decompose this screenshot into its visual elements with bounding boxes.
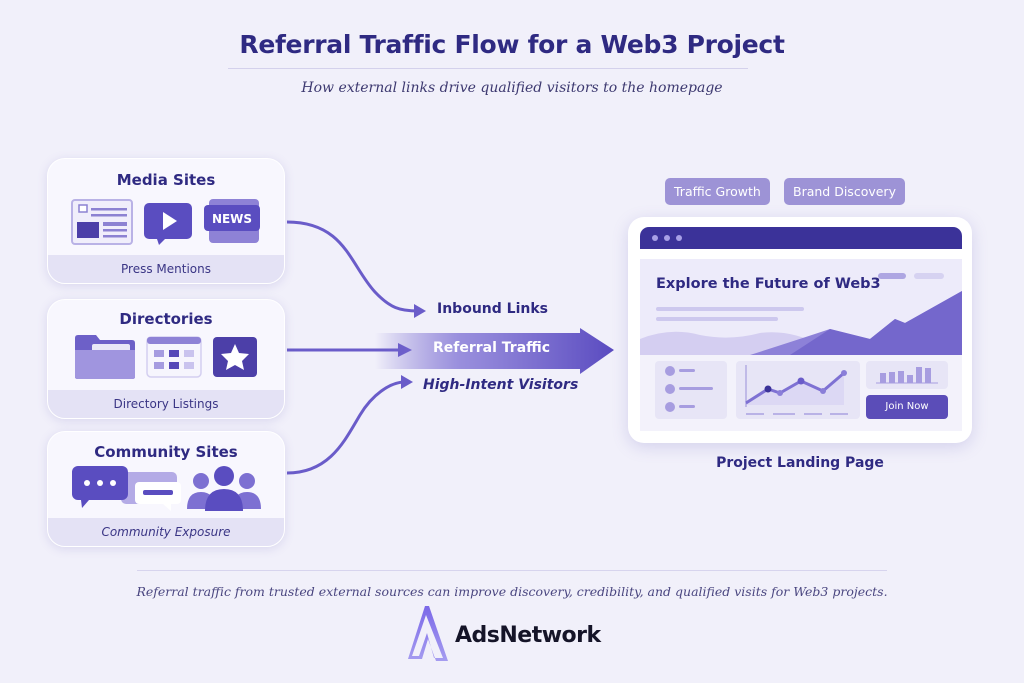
card-title: Directories xyxy=(119,310,213,328)
hero-mountain-chart-icon xyxy=(640,273,962,355)
grid-listing-icon xyxy=(146,336,202,378)
source-card-media-sites: Media Sites NEWS Press Mentions xyxy=(47,158,285,284)
brand-name: AdsNetwork xyxy=(455,622,601,648)
join-now-button[interactable]: Join Now xyxy=(866,395,948,419)
diagram-subtitle: How external links drive qualified visit… xyxy=(301,80,723,96)
feature-list-panel xyxy=(655,361,727,419)
adsnetwork-logo-icon xyxy=(408,606,448,661)
landing-page-mockup: Explore the Future of Web3 xyxy=(628,217,972,443)
hero-title: Explore the Future of Web3 xyxy=(656,276,881,292)
inbound-links-label: Inbound Links xyxy=(437,301,548,317)
chat-bubbles-icon xyxy=(72,466,181,511)
bar-chart-panel xyxy=(866,361,948,389)
source-card-community-sites: Community Sites Community Exposure xyxy=(47,431,285,547)
footer-note: Referral traffic from trusted external s… xyxy=(136,584,888,599)
line-chart-icon xyxy=(745,365,848,415)
title-divider xyxy=(228,68,748,69)
brand-logo: AdsNetwork xyxy=(405,602,601,666)
media-connector xyxy=(286,220,419,313)
browser-title-bar xyxy=(640,227,962,249)
card-footer: Press Mentions xyxy=(48,255,284,283)
news-badge-icon: NEWS xyxy=(204,199,260,243)
line-chart-panel xyxy=(736,361,860,419)
video-play-icon xyxy=(144,203,192,245)
landing-lower-panel: Join Now xyxy=(640,355,962,431)
community-connector xyxy=(286,380,406,475)
referral-traffic-arrow xyxy=(375,328,614,374)
bar-chart-icon xyxy=(876,367,938,384)
landing-page-caption: Project Landing Page xyxy=(716,455,884,471)
community-connector-arrowhead xyxy=(401,375,413,389)
hero-section: Explore the Future of Web3 xyxy=(640,259,962,355)
window-dot-icon xyxy=(664,235,670,241)
window-dot-icon xyxy=(676,235,682,241)
folder-icon xyxy=(75,335,135,379)
card-title: Media Sites xyxy=(116,171,216,189)
users-group-icon xyxy=(187,466,261,511)
window-dot-icon xyxy=(652,235,658,241)
referral-traffic-label: Referral Traffic xyxy=(433,340,551,356)
source-card-directories: Directories Directory Listings xyxy=(47,299,285,419)
star-icon xyxy=(213,337,257,377)
card-footer: Directory Listings xyxy=(48,390,284,418)
diagram-title: Referral Traffic Flow for a Web3 Project xyxy=(239,30,785,59)
bullet-list-icon xyxy=(665,366,713,412)
card-title: Community Sites xyxy=(94,443,238,461)
high-intent-visitors-label: High-Intent Visitors xyxy=(423,377,579,393)
card-footer: Community Exposure xyxy=(48,518,284,546)
tag-brand-discovery: Brand Discovery xyxy=(784,178,905,205)
media-connector-arrowhead xyxy=(414,304,426,318)
tag-traffic-growth: Traffic Growth xyxy=(665,178,770,205)
news-badge-text: NEWS xyxy=(212,212,252,226)
footer-divider xyxy=(137,570,887,571)
newspaper-icon xyxy=(71,199,133,245)
